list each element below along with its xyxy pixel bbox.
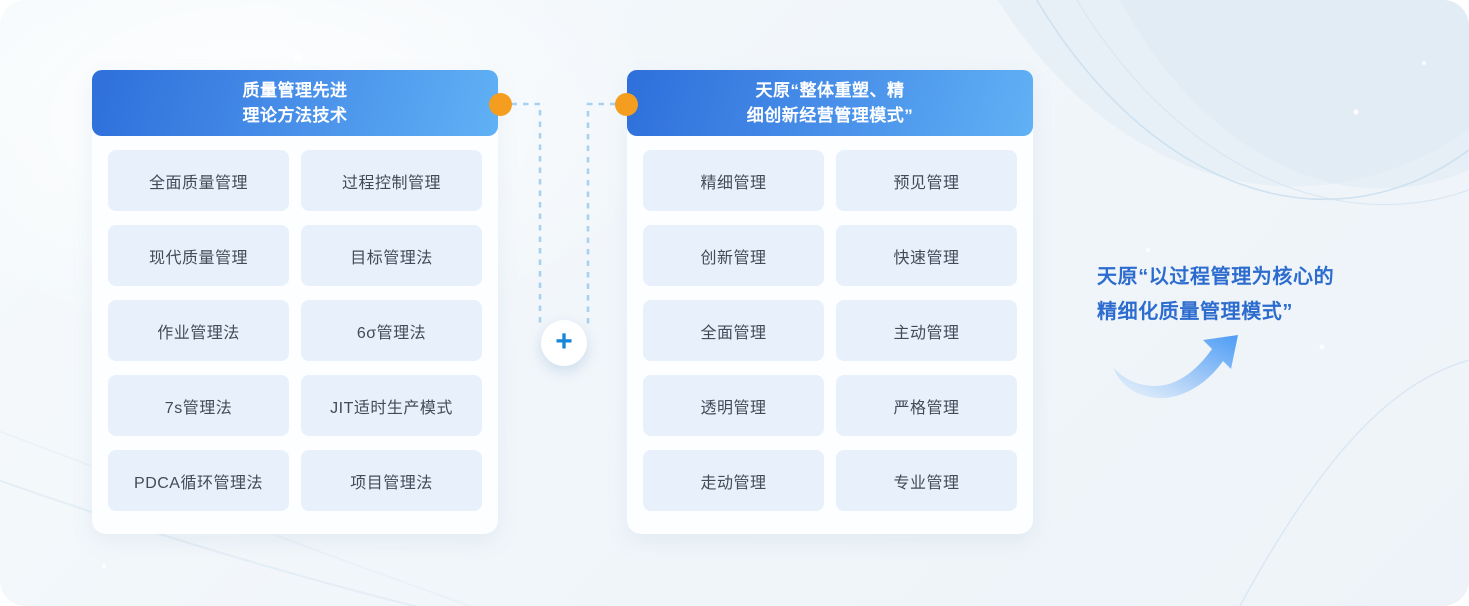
right-panel: 天原“整体重塑、精 细创新经营管理模式” 精细管理 预见管理 创新管理 快速管理… [627, 70, 1033, 534]
list-item: 现代质量管理 [108, 225, 289, 286]
list-item: 7s管理法 [108, 375, 289, 436]
growth-arrow-icon [1108, 332, 1248, 412]
right-panel-title-line2: 细创新经营管理模式” [746, 106, 914, 125]
right-panel-items: 精细管理 预见管理 创新管理 快速管理 全面管理 主动管理 透明管理 严格管理 … [627, 136, 1033, 534]
left-panel-title-line2: 理论方法技术 [242, 106, 348, 125]
list-item: 快速管理 [836, 225, 1017, 286]
left-panel: 质量管理先进 理论方法技术 全面质量管理 过程控制管理 现代质量管理 目标管理法… [92, 70, 498, 534]
list-item: 目标管理法 [301, 225, 482, 286]
list-item: 项目管理法 [301, 450, 482, 511]
right-panel-title-line1: 天原“整体重塑、精 [755, 81, 905, 100]
right-panel-header: 天原“整体重塑、精 细创新经营管理模式” [627, 70, 1033, 136]
left-panel-header: 质量管理先进 理论方法技术 [92, 70, 498, 136]
list-item: 专业管理 [836, 450, 1017, 511]
left-panel-items: 全面质量管理 过程控制管理 现代质量管理 目标管理法 作业管理法 6σ管理法 7… [92, 136, 498, 534]
list-item: 精细管理 [643, 150, 824, 211]
result-statement-line1: 天原“以过程管理为核心的 [1097, 266, 1335, 288]
result-statement-line2: 精细化质量管理模式” [1097, 301, 1293, 323]
list-item: 主动管理 [836, 300, 1017, 361]
list-item: 过程控制管理 [301, 150, 482, 211]
list-item: 走动管理 [643, 450, 824, 511]
list-item: 6σ管理法 [301, 300, 482, 361]
list-item: 作业管理法 [108, 300, 289, 361]
left-panel-title-line1: 质量管理先进 [242, 81, 348, 100]
list-item: JIT适时生产模式 [301, 375, 482, 436]
orange-node-dot-left [489, 93, 512, 116]
list-item: 全面质量管理 [108, 150, 289, 211]
list-item: 创新管理 [643, 225, 824, 286]
list-item: 预见管理 [836, 150, 1017, 211]
plus-icon: + [541, 320, 587, 366]
list-item: 全面管理 [643, 300, 824, 361]
list-item: 严格管理 [836, 375, 1017, 436]
list-item: PDCA循环管理法 [108, 450, 289, 511]
result-statement: 天原“以过程管理为核心的 精细化质量管理模式” [1097, 260, 1417, 330]
orange-node-dot-right [615, 93, 638, 116]
list-item: 透明管理 [643, 375, 824, 436]
